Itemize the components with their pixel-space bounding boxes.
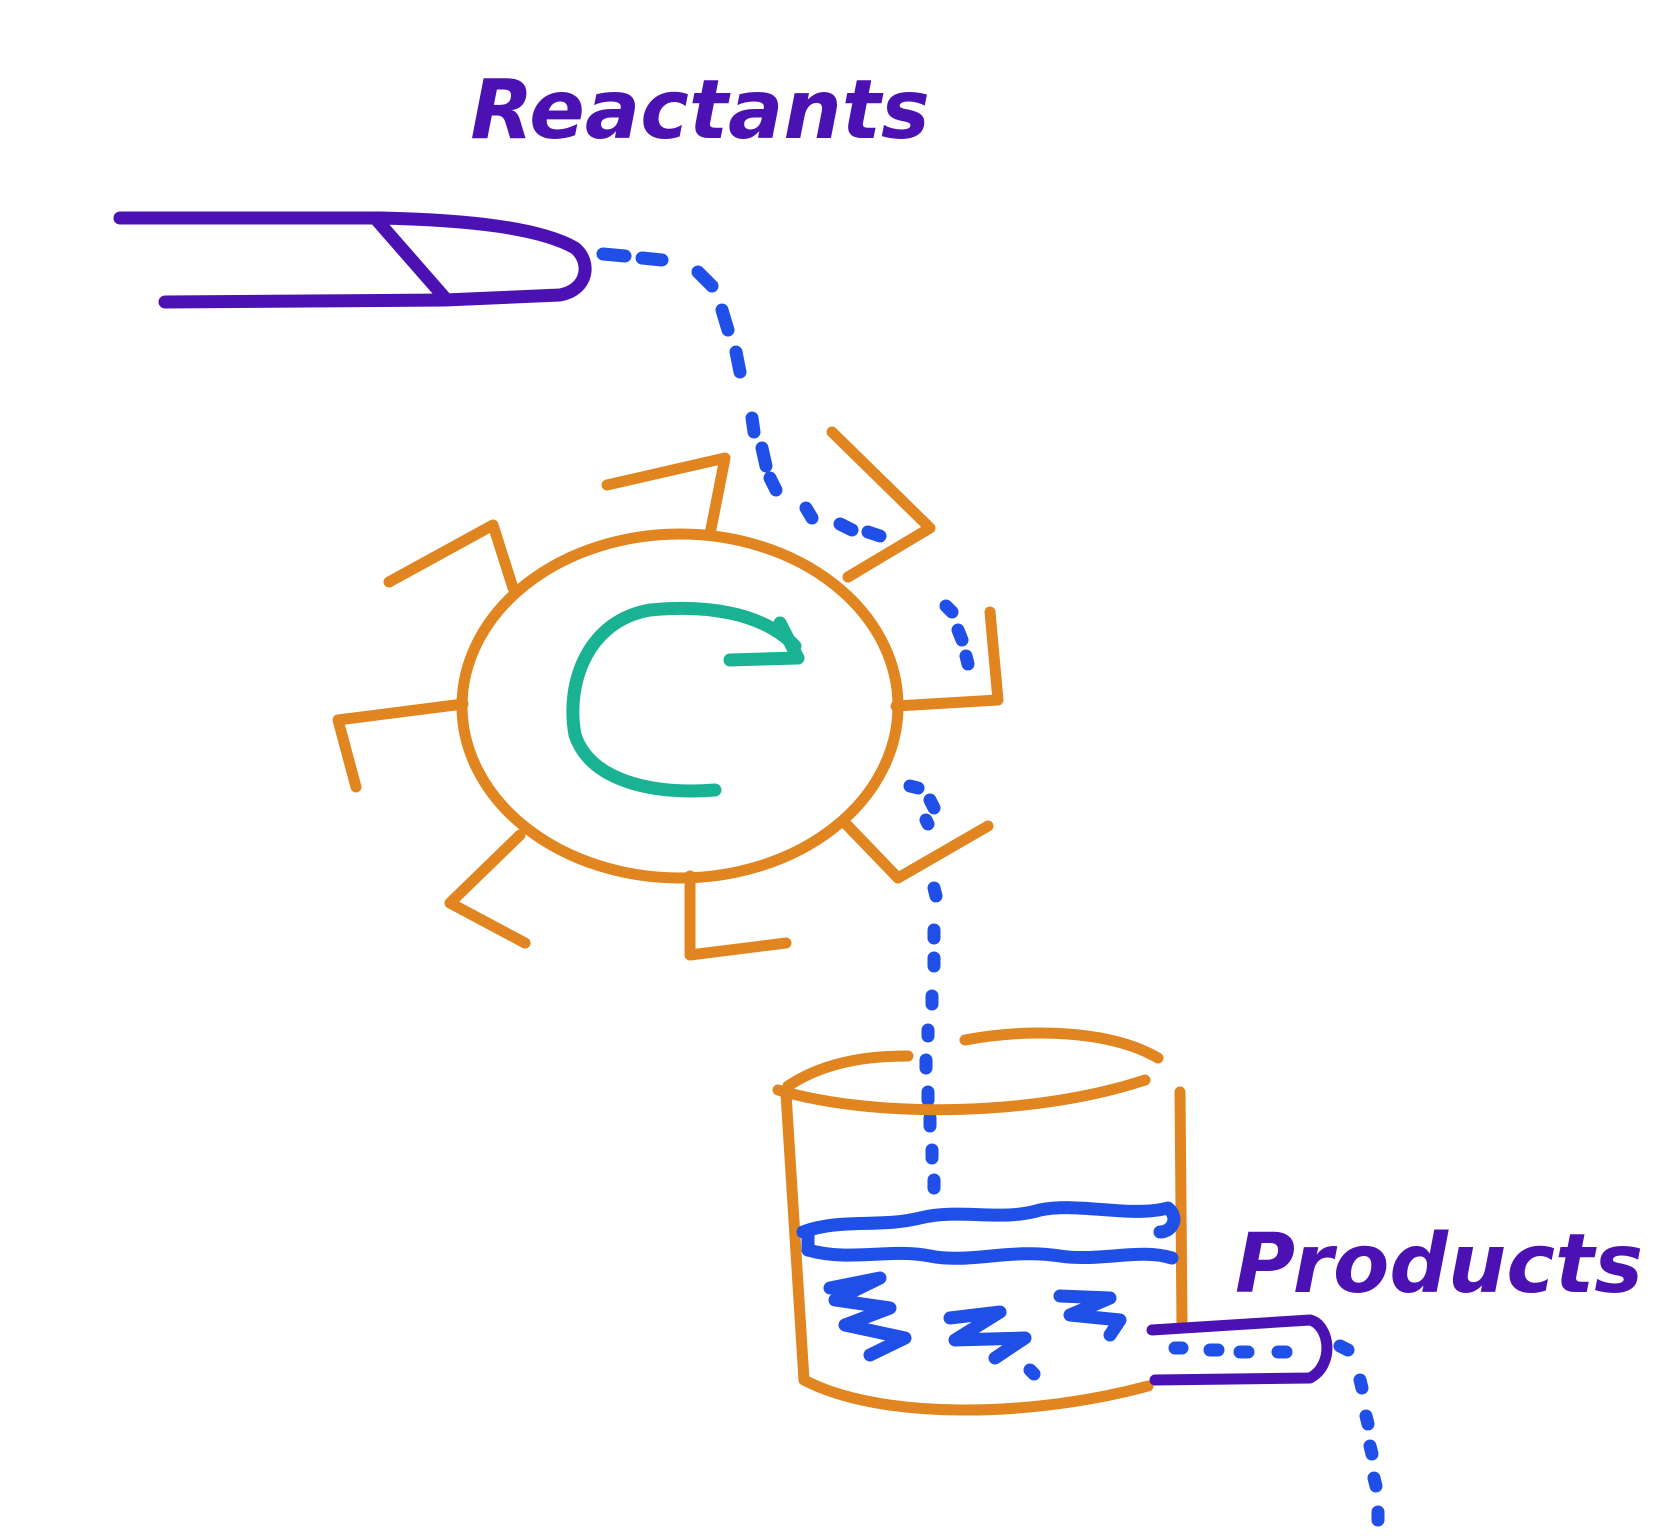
reactants-label: Reactants (470, 63, 930, 158)
product-flow-dots (1168, 1339, 1385, 1527)
inlet-pipe-icon (113, 211, 592, 309)
beaker-icon (772, 1027, 1188, 1416)
gear-icon (332, 426, 1004, 961)
catalyst-flow-dots (903, 779, 943, 1195)
rotate-clockwise-arrow-icon (566, 601, 805, 798)
products-label: Products (1235, 1217, 1643, 1312)
reactant-flow-dots (596, 247, 975, 671)
outlet-pipe-icon (1146, 1314, 1333, 1386)
liquid-contents (796, 1201, 1181, 1381)
